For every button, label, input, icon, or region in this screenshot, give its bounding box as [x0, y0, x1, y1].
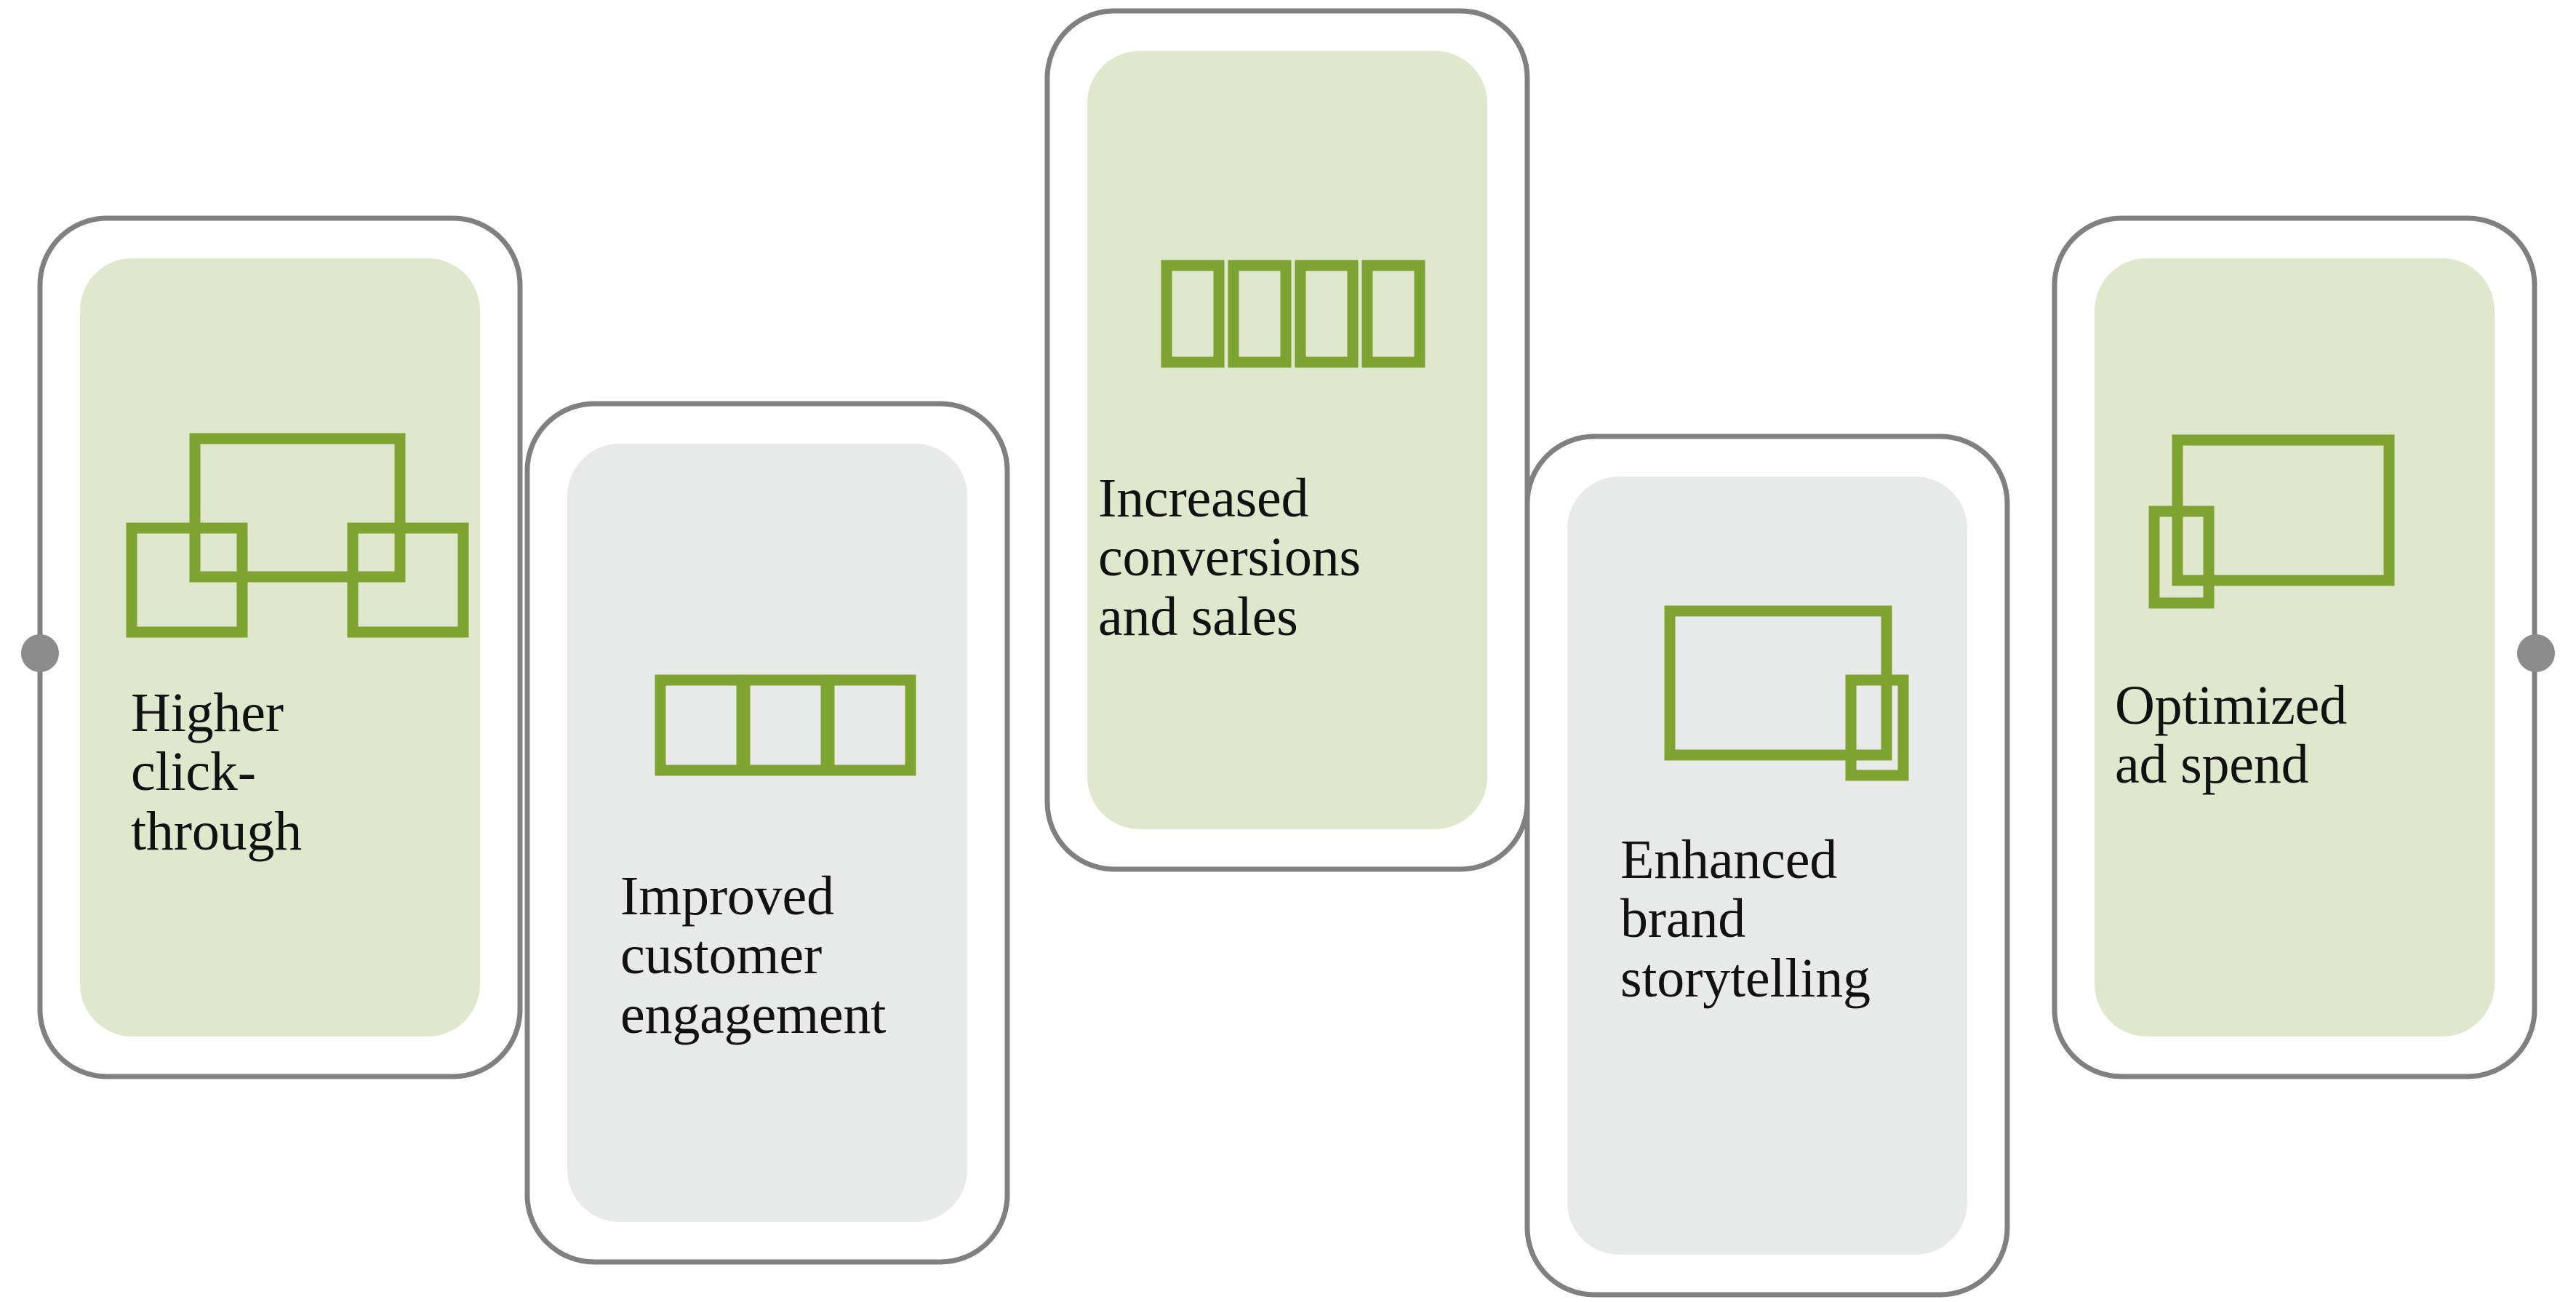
card-panel-5	[2095, 258, 2495, 1037]
card-label-4: Enhanced brand storytelling	[1620, 829, 1871, 1009]
start-dot	[21, 634, 59, 672]
card-panel-1	[80, 258, 480, 1037]
card-outline-3	[1044, 8, 1530, 872]
connector-endpoints	[21, 634, 2555, 672]
screen-with-mobile-right-icon	[1664, 605, 1909, 781]
card-panel-3	[1087, 51, 1487, 829]
card-label-2: Improved customer engagement	[620, 866, 887, 1045]
overlapping-rectangles-icon	[126, 433, 469, 638]
four-panels-icon	[1161, 260, 1425, 368]
card-outline-2	[524, 401, 1010, 1265]
card-label-1: Higher click- through	[131, 682, 303, 862]
card-panels	[80, 51, 2495, 1255]
end-dot	[2517, 634, 2555, 672]
card-outlines	[37, 8, 2537, 1298]
three-panels-icon	[655, 674, 916, 776]
screen-with-mobile-left-icon	[2148, 434, 2395, 609]
card-outline-4	[1524, 434, 2010, 1298]
card-panel-2	[567, 444, 967, 1222]
card-label-3: Increased conversions and sales	[1098, 468, 1361, 647]
card-label-5: Optimized ad spend	[2115, 675, 2348, 796]
